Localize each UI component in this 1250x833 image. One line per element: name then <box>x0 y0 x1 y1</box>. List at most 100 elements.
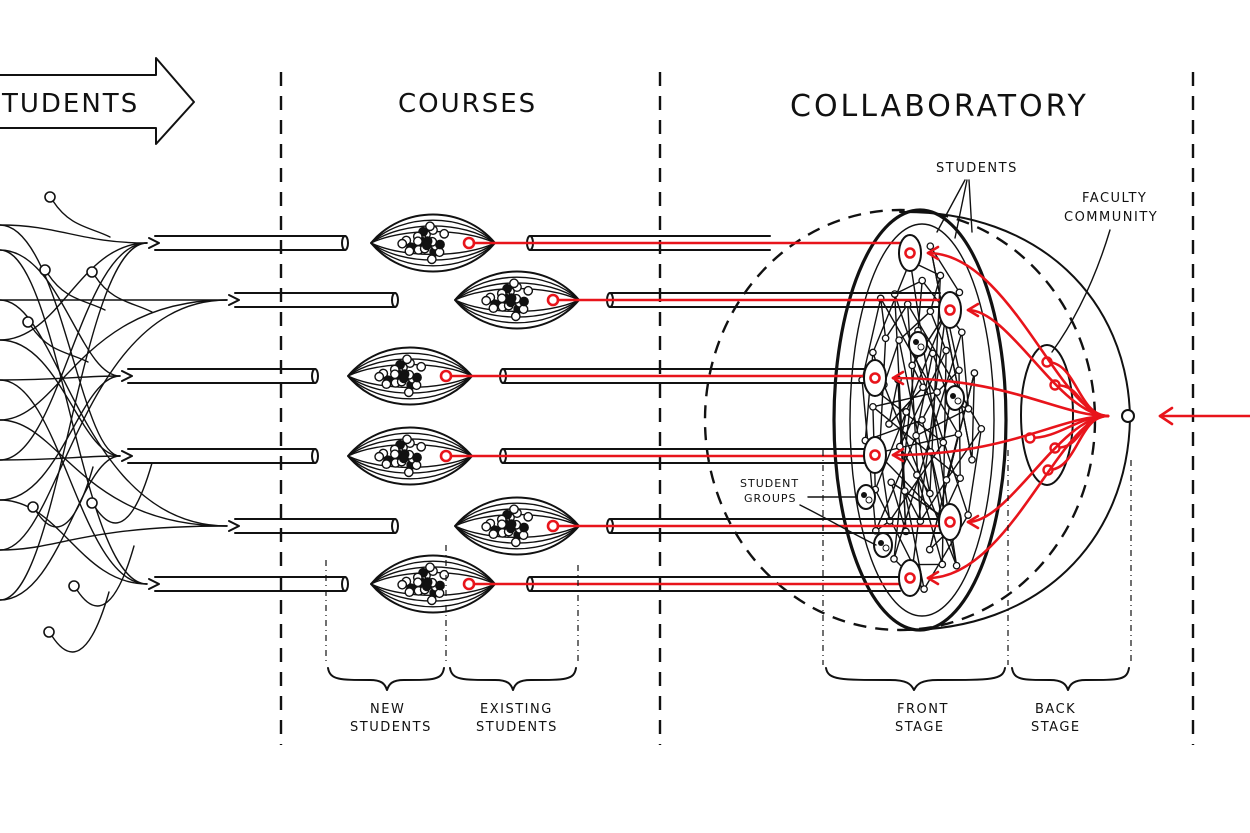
student-group-member <box>861 492 867 498</box>
network-node <box>918 416 926 424</box>
student-dot <box>505 297 516 308</box>
faculty-to-student <box>966 308 1110 418</box>
network-node <box>900 487 909 495</box>
entry-pipe-cap <box>391 292 399 308</box>
network-node <box>977 424 986 433</box>
student-dot <box>397 238 408 249</box>
student-dot <box>435 239 445 250</box>
students-callout-label: STUDENTS <box>936 161 1018 176</box>
entry-pipe <box>127 448 316 464</box>
student-dot <box>425 562 435 573</box>
network-link <box>919 479 948 522</box>
student-path <box>0 299 228 421</box>
student-dot <box>402 354 412 365</box>
network-node <box>956 474 965 483</box>
network-node <box>968 455 976 464</box>
student-red-node <box>462 577 476 591</box>
network-node <box>928 349 937 358</box>
exit-pipe <box>529 235 771 251</box>
faculty-community-callout: FACULTY COMMUNITY <box>1051 191 1158 353</box>
incoming-faculty-arrow <box>1158 406 1250 426</box>
exit-pipe <box>529 576 901 592</box>
network-node <box>912 431 920 440</box>
network-link <box>878 337 887 454</box>
network-node <box>926 307 935 316</box>
front-stage-red-dot <box>944 516 956 528</box>
student-dot <box>519 522 529 533</box>
existing-students-line2: STUDENTS <box>476 720 558 735</box>
faculty-arrowhead <box>891 370 905 386</box>
student-head <box>22 316 34 328</box>
student-path <box>0 224 148 244</box>
entry-arrowhead <box>148 237 160 249</box>
faculty-to-student <box>891 414 1110 457</box>
network-link <box>929 245 973 461</box>
exit-pipe <box>609 292 941 308</box>
network-node <box>955 288 964 297</box>
student-path <box>0 455 121 601</box>
course-contour <box>454 276 580 301</box>
entry-pipe <box>127 368 316 384</box>
course-contour <box>347 455 473 480</box>
student-dot <box>381 459 392 469</box>
student-dot <box>496 519 507 530</box>
entry-pipe-cap <box>311 368 319 384</box>
front-stage-inner-ring <box>849 223 995 617</box>
course-row <box>228 496 962 556</box>
student-dot <box>403 387 414 398</box>
student-dot <box>425 221 435 232</box>
network-link <box>880 297 960 435</box>
student-dot <box>374 371 385 382</box>
faculty-community-lens <box>1020 344 1074 486</box>
student-head <box>39 264 51 276</box>
course-contour <box>454 299 580 324</box>
course-contour <box>454 525 580 550</box>
course-contour <box>347 375 473 400</box>
student-path <box>0 375 121 501</box>
network-node <box>926 242 935 251</box>
student-head <box>86 266 98 278</box>
network-link <box>961 331 970 410</box>
network-node <box>869 402 877 411</box>
student-group-member <box>950 393 956 399</box>
student-path <box>0 499 148 585</box>
faculty-arrowhead <box>926 245 940 261</box>
student-path <box>0 375 121 381</box>
student-red-node <box>439 369 453 383</box>
faculty-connections <box>891 245 1110 586</box>
student-dot <box>404 587 415 597</box>
student-dot <box>398 373 409 384</box>
student-strand <box>35 466 94 528</box>
student-groups-callout: STUDENT GROUPS <box>740 477 877 546</box>
network-link <box>880 297 887 339</box>
student-red-node <box>439 449 453 463</box>
network-link <box>872 406 961 479</box>
student-dot <box>481 295 492 306</box>
brace-back-stage <box>1011 667 1130 691</box>
student-network <box>856 242 986 593</box>
student-dot <box>398 453 409 464</box>
network-link <box>861 297 882 381</box>
entry-port <box>1121 409 1135 423</box>
student-dot <box>509 278 519 289</box>
network-link <box>888 386 924 425</box>
course-contour <box>370 560 496 585</box>
student-dot <box>435 580 445 591</box>
student-strand <box>94 462 153 524</box>
student-dot <box>404 246 415 257</box>
entry-pipe-cap <box>341 235 349 251</box>
faculty-to-student <box>926 251 1110 418</box>
student-dot <box>519 296 529 307</box>
student-path <box>0 299 228 551</box>
faculty-callout-line2: COMMUNITY <box>1064 210 1158 225</box>
entry-pipe-cap <box>341 576 349 592</box>
student-path <box>0 339 121 457</box>
student-dot <box>421 581 432 592</box>
student-path <box>0 242 148 601</box>
course-row <box>121 346 887 406</box>
network-node <box>869 348 877 357</box>
entry-pipe <box>154 576 346 592</box>
student-strand <box>94 275 153 313</box>
network-node <box>942 346 950 355</box>
